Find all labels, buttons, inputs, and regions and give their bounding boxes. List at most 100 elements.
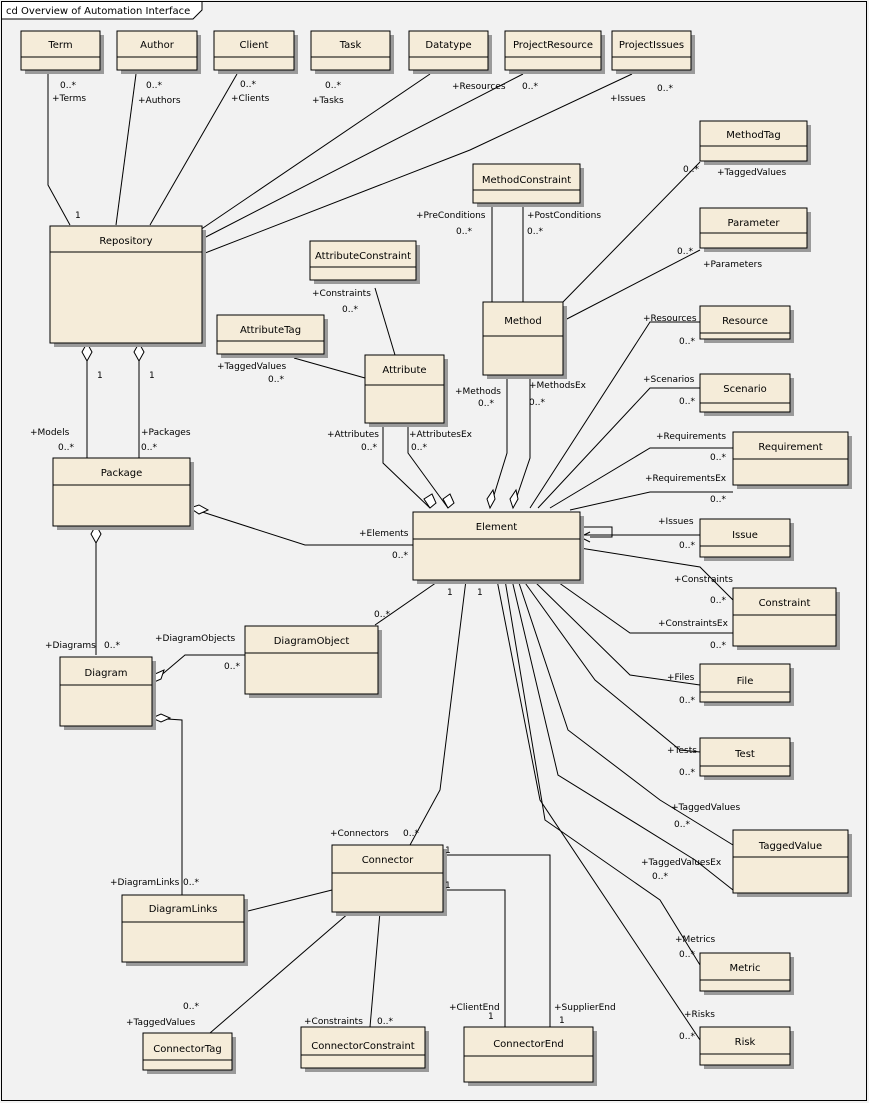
label: +Files bbox=[667, 673, 695, 683]
label: 0..* bbox=[374, 610, 390, 620]
class-name-author: Author bbox=[140, 40, 175, 51]
label: +Resources bbox=[643, 314, 697, 324]
label: +Attributes bbox=[327, 430, 379, 440]
label: 0..* bbox=[361, 443, 377, 453]
class-task: Task bbox=[310, 30, 394, 74]
class-tagged-value: TaggedValue bbox=[732, 829, 852, 897]
class-name-connector-end: ConnectorEnd bbox=[493, 1039, 564, 1050]
class-datatype: Datatype bbox=[408, 30, 492, 74]
label: +ConstraintsEx bbox=[658, 619, 729, 629]
class-name-diagram-links: DiagramLinks bbox=[149, 904, 218, 915]
label: +Constraints bbox=[304, 1017, 363, 1027]
class-connector-constraint: ConnectorConstraint bbox=[300, 1026, 429, 1072]
class-test: Test bbox=[699, 737, 794, 780]
label: 0..* bbox=[652, 872, 668, 882]
label: 0..* bbox=[522, 82, 538, 92]
class-name-client: Client bbox=[240, 40, 269, 51]
class-name-package: Package bbox=[101, 468, 142, 479]
class-project-resource: ProjectResource bbox=[504, 30, 605, 74]
class-name-repository: Repository bbox=[99, 236, 152, 247]
class-parameter: Parameter bbox=[699, 207, 811, 252]
class-connector-tag: ConnectorTag bbox=[142, 1032, 236, 1074]
label: +Authors bbox=[138, 96, 181, 106]
class-file: File bbox=[699, 663, 794, 706]
label: +TaggedValues bbox=[126, 1018, 195, 1028]
class-method-tag: MethodTag bbox=[699, 120, 811, 165]
diamond-diagram-links bbox=[150, 713, 172, 723]
label: 0..* bbox=[710, 641, 726, 651]
label: 0..* bbox=[146, 81, 162, 91]
class-name-method-tag: MethodTag bbox=[726, 130, 780, 141]
class-name-project-resource: ProjectResource bbox=[513, 40, 593, 51]
label: +RequirementsEx bbox=[645, 474, 727, 484]
label: 0..* bbox=[183, 1002, 199, 1012]
label: +DiagramObjects bbox=[155, 634, 235, 644]
label: 0..* bbox=[456, 227, 472, 237]
diamond-element-attributes bbox=[423, 493, 437, 509]
label: 0..* bbox=[403, 829, 419, 839]
class-name-file: File bbox=[737, 676, 754, 687]
label: 0..* bbox=[411, 443, 427, 453]
class-name-attribute-constraint: AttributeConstraint bbox=[315, 251, 411, 262]
class-term: Term bbox=[20, 30, 104, 74]
label: +Connectors bbox=[330, 829, 389, 839]
frame-title: cd Overview of Automation Interface bbox=[6, 6, 190, 17]
association-labels: 0..* +Terms 0..* +Authors 0..* +Clients … bbox=[30, 80, 786, 1042]
label: +Tests bbox=[667, 746, 697, 756]
class-resource: Resource bbox=[699, 305, 794, 343]
class-name-scenario: Scenario bbox=[723, 384, 766, 395]
aggregation-diamonds bbox=[81, 341, 591, 723]
class-name-connector: Connector bbox=[362, 855, 414, 866]
class-name-attribute: Attribute bbox=[382, 365, 426, 376]
class-connector: Connector bbox=[331, 844, 447, 916]
label: 0..* bbox=[141, 443, 157, 453]
class-name-tagged-value: TaggedValue bbox=[758, 841, 822, 852]
class-name-requirement: Requirement bbox=[758, 442, 822, 453]
label: +Issues bbox=[610, 94, 646, 104]
diamond-element-methodsex bbox=[509, 488, 519, 510]
label: 0..* bbox=[683, 165, 699, 175]
diamond-package-elements bbox=[188, 504, 210, 515]
class-risk: Risk bbox=[699, 1026, 794, 1069]
class-name-diagram-object: DiagramObject bbox=[274, 636, 350, 647]
class-repository: Repository bbox=[49, 225, 206, 347]
label: 1 bbox=[149, 371, 155, 381]
label: +Packages bbox=[141, 428, 191, 438]
label: 1 bbox=[559, 1016, 565, 1026]
label: +PostConditions bbox=[527, 211, 601, 221]
label: 1 bbox=[477, 588, 483, 598]
label: 0..* bbox=[58, 443, 74, 453]
label: 0..* bbox=[478, 399, 494, 409]
label: +MethodsEx bbox=[529, 381, 587, 391]
label: 0..* bbox=[679, 397, 695, 407]
label: +Resources bbox=[452, 82, 506, 92]
class-name-project-issues: ProjectIssues bbox=[619, 40, 684, 51]
label: +TaggedValuesEx bbox=[641, 858, 722, 868]
label: 0..* bbox=[674, 820, 690, 830]
label: 0..* bbox=[268, 375, 284, 385]
label: 0..* bbox=[529, 398, 545, 408]
label: 0..* bbox=[657, 84, 673, 94]
label: +SupplierEnd bbox=[554, 1003, 616, 1013]
label: 0..* bbox=[710, 453, 726, 463]
label: 0..* bbox=[224, 662, 240, 672]
label: 1 bbox=[97, 371, 103, 381]
label: +PreConditions bbox=[416, 211, 486, 221]
class-name-parameter: Parameter bbox=[727, 218, 780, 229]
label: 1 bbox=[75, 211, 81, 221]
class-name-connector-tag: ConnectorTag bbox=[153, 1044, 222, 1055]
class-attribute: Attribute bbox=[364, 354, 448, 427]
frame-title-tab bbox=[1, 1, 203, 20]
label: +Terms bbox=[52, 94, 86, 104]
class-name-resource: Resource bbox=[722, 316, 768, 327]
class-name-constraint: Constraint bbox=[759, 598, 811, 609]
diamond-repository-models bbox=[81, 341, 93, 363]
label: 0..* bbox=[710, 495, 726, 505]
diamond-repository-packages bbox=[133, 341, 145, 363]
label: +Constraints bbox=[674, 575, 733, 585]
diamond-element-attributesex bbox=[442, 493, 455, 509]
label: +ClientEnd bbox=[449, 1003, 500, 1013]
label: 0..* bbox=[240, 80, 256, 90]
class-diagram-object: DiagramObject bbox=[244, 625, 382, 698]
